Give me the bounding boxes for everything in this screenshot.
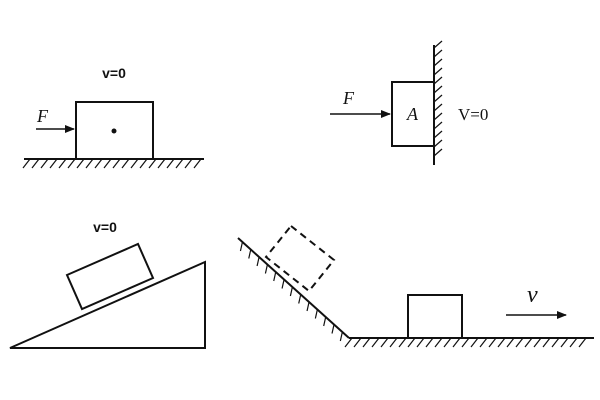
panel-slope-and-moving-floor: v — [237, 224, 594, 348]
velocity-label: V=0 — [458, 105, 488, 124]
hatch-mark — [551, 337, 560, 348]
hatch-mark — [58, 158, 67, 169]
panel-block-on-incline: v=0 — [9, 219, 206, 349]
hatch-mark — [175, 158, 184, 169]
block-a — [391, 81, 435, 147]
hatch-mark — [433, 76, 443, 85]
velocity-label: v — [527, 282, 538, 308]
hatch-mark — [488, 337, 497, 348]
hatch-mark — [314, 309, 318, 319]
floor-hatching — [344, 337, 587, 348]
hatch-mark — [542, 337, 551, 348]
incline — [9, 260, 206, 349]
hatch-mark — [569, 337, 578, 348]
hatch-mark — [433, 40, 443, 49]
hatch-mark — [389, 337, 398, 348]
slope-line — [237, 237, 350, 339]
hatch-mark — [515, 337, 524, 348]
block — [65, 242, 155, 311]
force-label: F — [36, 106, 49, 126]
hatch-mark — [433, 112, 443, 121]
hatch-mark — [443, 337, 452, 348]
velocity-label: v=0 — [102, 65, 126, 81]
hatch-mark — [452, 337, 461, 348]
center-dot — [111, 128, 117, 134]
force-label: F — [342, 88, 355, 108]
block-dashed-position — [264, 224, 336, 293]
hatch-mark — [289, 286, 293, 297]
hatch-mark — [157, 158, 166, 169]
hatch-mark — [148, 158, 157, 169]
hatch-mark — [339, 331, 343, 342]
hatch-mark — [433, 130, 443, 139]
hatch-mark — [433, 103, 443, 112]
hatch-mark — [416, 337, 425, 348]
hatch-mark — [76, 158, 85, 169]
hatch-mark — [166, 158, 175, 169]
hatch-mark — [103, 158, 112, 169]
hatch-mark — [461, 337, 470, 348]
hatch-mark — [433, 121, 443, 130]
hatch-mark — [398, 337, 407, 348]
hatch-mark — [353, 337, 362, 348]
hatch-mark — [264, 264, 269, 274]
hatch-mark — [306, 301, 310, 312]
hatch-mark — [433, 67, 443, 76]
hatch-mark — [298, 294, 302, 304]
hatch-mark — [578, 337, 587, 348]
hatch-mark — [94, 158, 103, 169]
hatch-mark — [425, 337, 434, 348]
hatch-mark — [506, 337, 515, 348]
hatch-mark — [130, 158, 139, 169]
hatch-mark — [433, 148, 443, 157]
hatch-mark — [31, 158, 40, 169]
wall-hatching — [433, 40, 443, 157]
hatch-mark — [239, 241, 244, 252]
hatch-mark — [184, 158, 193, 169]
hatch-mark — [362, 337, 371, 348]
hatch-mark — [193, 158, 202, 169]
block-label: A — [406, 104, 419, 124]
hatch-mark — [85, 158, 94, 169]
hatch-mark — [67, 158, 76, 169]
hatch-mark — [49, 158, 58, 169]
hatch-mark — [344, 337, 353, 348]
panel-block-on-floor: v=0 F — [22, 65, 204, 169]
hatch-mark — [380, 337, 389, 348]
hatch-mark — [470, 337, 479, 348]
hatch-mark — [433, 139, 443, 148]
hatch-mark — [256, 256, 260, 267]
hatch-mark — [560, 337, 569, 348]
hatch-mark — [524, 337, 533, 348]
hatch-mark — [497, 337, 506, 348]
hatch-mark — [433, 49, 443, 58]
hatch-mark — [434, 337, 443, 348]
hatch-mark — [323, 316, 327, 327]
hatch-mark — [139, 158, 148, 169]
hatch-mark — [22, 158, 31, 169]
hatch-mark — [248, 249, 252, 259]
hatch-mark — [331, 324, 335, 334]
hatch-mark — [433, 94, 443, 103]
hatch-mark — [121, 158, 130, 169]
hatch-mark — [533, 337, 542, 348]
block — [407, 294, 463, 339]
hatch-mark — [371, 337, 380, 348]
hatch-mark — [433, 58, 443, 67]
panel-block-against-wall: A F V=0 — [330, 40, 488, 165]
hatch-mark — [281, 279, 285, 289]
floor-hatching — [22, 158, 202, 169]
hatch-mark — [273, 271, 277, 282]
hatch-mark — [40, 158, 49, 169]
hatch-mark — [433, 85, 443, 94]
hatch-mark — [112, 158, 121, 169]
slope-hatching — [239, 241, 343, 342]
velocity-label: v=0 — [93, 219, 117, 235]
hatch-mark — [407, 337, 416, 348]
hatch-mark — [479, 337, 488, 348]
